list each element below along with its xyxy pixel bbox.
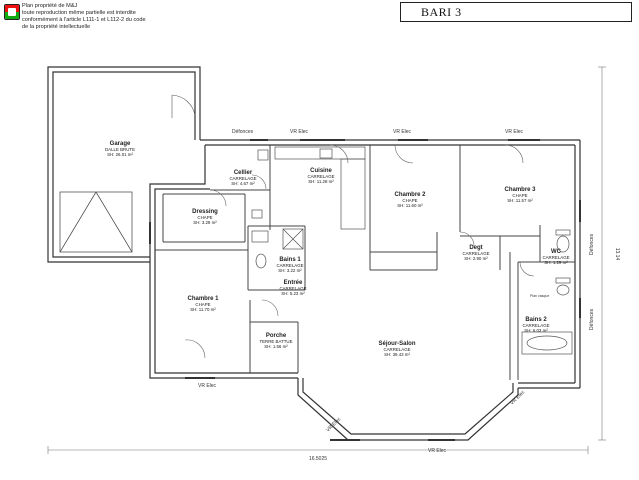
room-floor: CHAPE [197,215,212,220]
model-title: BARI 3 [421,5,462,19]
room-floor: DALLE BRUTE [105,147,135,152]
copyright-line: de la propriété intellectuelle [22,24,91,30]
room-name: Cuisine [310,168,332,174]
dimension-lines [47,66,606,454]
room-floor: CHAPE [402,198,417,203]
room-area: SH: 11.57 m² [507,198,533,203]
room-area: SH: 2.90 m² [464,256,488,261]
wc-fixture [555,229,571,253]
bath2-fixtures [521,277,573,355]
door-swings [184,144,535,359]
garage-wall-inner [52,71,196,258]
bay-window-wall [297,378,519,441]
room-floor: CARRELAGE [279,286,306,291]
room-floor: CHAPE [512,193,527,198]
room-area: SH: 3.22 m² [278,268,302,273]
room-name: Degt [469,245,482,251]
room-floor: CARRELAGE [276,263,303,268]
vr-elec-label: VR Elec [198,383,217,389]
garage-wall [47,66,201,263]
room-area: SH: 11.70 m² [190,307,216,312]
room-area: SH: 3.29 m² [193,220,217,225]
room-name: Cellier [234,170,253,176]
room-area: SH: 1.29 m² [544,260,568,265]
room-name: Dressing [192,209,218,215]
room-area: SH: 5.23 m² [281,291,305,296]
room-floor: CARRELAGE [383,347,410,352]
room-floor: CARRELAGE [542,255,569,260]
bath1-fixtures [251,228,304,269]
room-name: Séjour-Salon [378,341,415,347]
defonces-vertical: Défonces [589,308,595,330]
room-name: Bains 1 [279,257,301,263]
copyright-line: conformément à l'article L111-1 et L112-… [22,17,146,23]
bay-window-wall-inner [302,378,514,435]
room-area: SH: 11.60 m² [397,203,423,208]
window-marks [149,139,581,441]
room-name: Chambre 3 [504,187,536,193]
room-area: SH: 6.03 m² [524,328,548,333]
room-name: Chambre 2 [394,192,426,198]
logo-icon [4,4,20,20]
room-floor: CARRELAGE [307,174,334,179]
room-area: SH: 4.67 m² [231,181,255,186]
vr-elec-label: VR Elec [393,129,412,135]
garage-door [59,191,133,253]
room-floor: TERRE BATTUE [259,339,292,344]
defonces-vertical: Défonces [589,233,595,255]
room-area: SH: 39.43 m² [384,352,410,357]
kitchen-fixtures [251,146,366,230]
bottom-left-wall-inner [154,188,298,374]
fixture-note: Plan vasque [530,294,549,298]
defonces-label: Défonces [232,129,254,135]
annotations: Défonces VR Elec VR Elec VR Elec VR Elec… [198,129,549,454]
room-name: Garage [110,141,131,147]
room-floor: CARRELAGE [462,251,489,256]
room-area: SH: 1.56 m² [264,344,288,349]
room-name: Porche [266,333,287,339]
room-name: Chambre 1 [187,296,219,302]
copyright-line: Plan propriété de M&J [22,3,78,9]
width-dimension: 16.5025 [309,456,327,462]
room-name: Bains 2 [525,317,547,323]
room-name: WC [551,249,562,255]
room-floor: CARRELAGE [229,176,256,181]
room-area: SH: 26.01 m² [107,152,133,157]
copyright-line: toute reproduction même partielle est in… [22,10,136,16]
vr-elec-label: VR Elec [428,448,447,454]
room-floor: CARRELAGE [522,323,549,328]
room-floor: CHAPE [195,302,210,307]
copyright-notice: Plan propriété de M&J toute reproduction… [22,3,242,31]
interior-walls [155,145,575,380]
door-arc [171,94,196,116]
vr-elec-label: VR Elec [290,129,309,135]
room-area: SH: 11.28 m² [308,179,334,184]
model-title-box: BARI 3 [400,2,632,22]
depth-dimension: 13.14 [614,248,620,261]
room-name: Entrée [284,280,303,286]
vr-elec-label: VR Elec [505,129,524,135]
